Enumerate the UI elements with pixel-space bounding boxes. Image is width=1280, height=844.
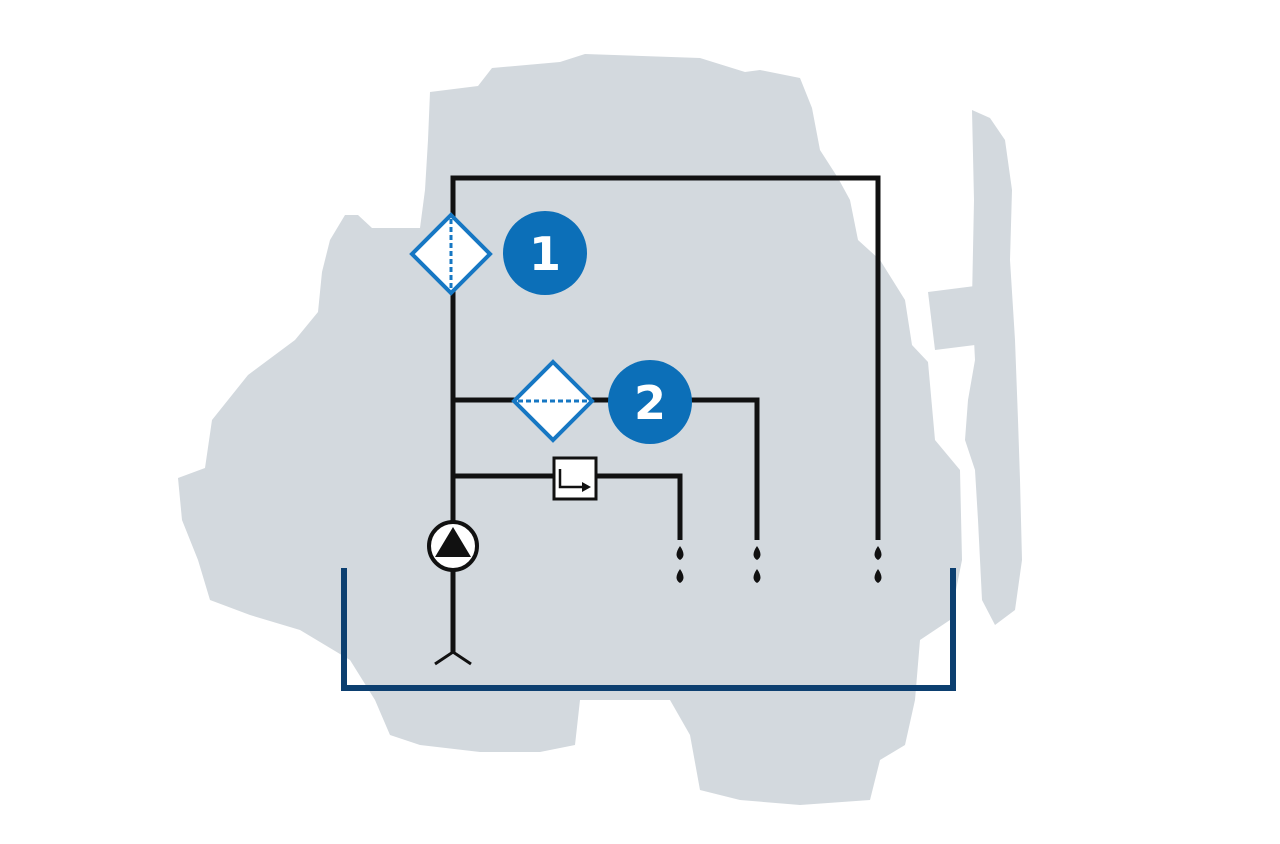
- filter-diamond-vertical-icon: [409, 212, 493, 296]
- badge-2: 2: [608, 360, 692, 444]
- pump-triangle-icon: [427, 520, 479, 572]
- oil-sump: [341, 568, 956, 691]
- badge-1-label: 1: [529, 227, 561, 281]
- filter-diamond-horizontal-icon: [511, 359, 595, 443]
- valve-box-arrow-icon: [552, 456, 598, 501]
- relief-line: [453, 473, 683, 540]
- oil-drop-icon: [753, 546, 761, 583]
- main-gallery-line: [450, 175, 881, 540]
- badge-1: 1: [503, 211, 587, 295]
- oil-drop-icon: [874, 546, 882, 583]
- engine-silhouette: [178, 54, 1022, 805]
- oil-drop-icon: [676, 546, 684, 583]
- badge-2-label: 2: [634, 376, 666, 430]
- strainer-fork-icon: [434, 650, 472, 666]
- oil-drips: [676, 546, 882, 583]
